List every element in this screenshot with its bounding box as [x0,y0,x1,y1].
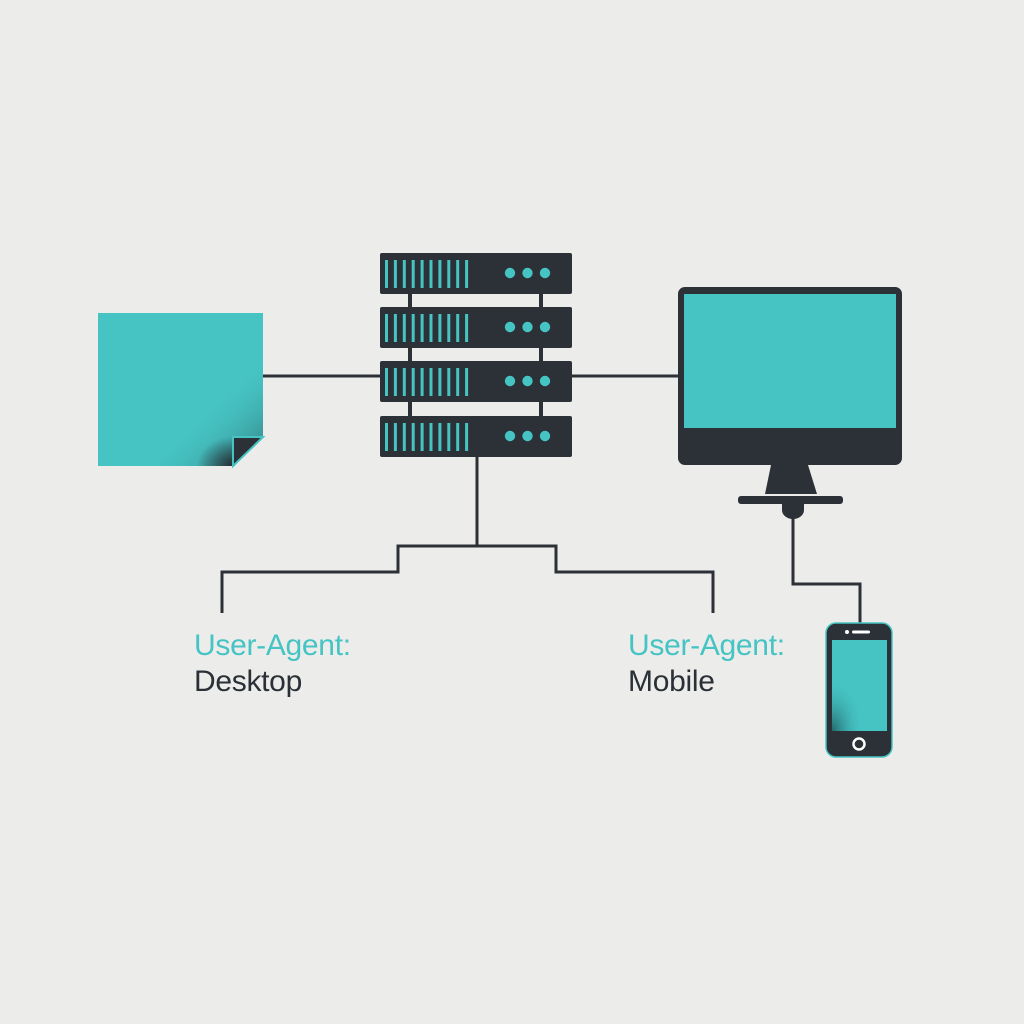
vent-bar [429,314,433,342]
vent-bar [402,314,406,342]
status-light-icon [539,430,551,442]
document-icon [98,313,266,469]
vent-bar [402,368,406,396]
server-unit [380,253,572,294]
vent-bar [438,260,442,288]
status-light-icon [522,430,533,442]
vent-bar [456,423,460,451]
status-light-icon [504,430,516,442]
vent-bar [385,314,388,342]
vent-bar [411,314,415,342]
vent-bar [393,423,397,451]
vent-bar [429,368,433,396]
vent-bar [393,260,397,288]
vent-bar [465,423,469,451]
vent-bar [447,368,451,396]
vent-bar [429,423,433,451]
vent-bar [393,368,397,396]
status-light-icon [522,375,533,387]
vent-bar [385,423,388,451]
status-light-icon [504,321,516,333]
vent-bar [420,260,424,288]
desktop-user-agent-value: Desktop [194,665,302,698]
vent-bar [420,314,424,342]
vent-bar [420,368,424,396]
vent-bar [447,314,451,342]
status-light-icon [539,375,551,387]
status-light-icon [522,321,533,333]
vent-bar [420,423,424,451]
monitor-phone-link [791,512,862,624]
vent-bar [402,260,406,288]
vent-bar [447,260,451,288]
vent-bar [456,260,460,288]
server-unit [380,307,572,348]
vent-bar [393,314,397,342]
desktop-user-agent-key: User-Agent: [194,629,351,662]
vent-bar [429,260,433,288]
vent-bar [456,314,460,342]
server-unit [380,361,572,402]
server-rack-icon [380,253,572,457]
status-light-icon [539,267,551,279]
vent-bar [465,368,469,396]
vent-bar [411,423,415,451]
mobile-user-agent-value: Mobile [628,665,715,698]
vent-bar [438,314,442,342]
smartphone-icon [825,622,893,758]
server-unit [380,416,572,457]
mobile-user-agent-label: User-Agent: Mobile [628,628,785,700]
vent-bar [385,368,388,396]
vent-bar [447,423,451,451]
status-light-icon [504,267,516,279]
vent-bar [411,260,415,288]
vent-bar [456,368,460,396]
status-light-icon [539,321,551,333]
vent-bar [438,423,442,451]
vent-bar [465,260,469,288]
mobile-user-agent-key: User-Agent: [628,629,785,662]
vent-bar [465,314,469,342]
vent-bar [411,368,415,396]
desktop-user-agent-label: User-Agent: Desktop [194,628,351,700]
desktop-monitor-icon [678,287,902,519]
connectors [220,374,862,624]
vent-bar [385,260,388,288]
vent-bar [402,423,406,451]
vent-bar [438,368,442,396]
status-light-icon [522,267,533,279]
status-light-icon [504,375,516,387]
server-branch-link [220,544,715,613]
